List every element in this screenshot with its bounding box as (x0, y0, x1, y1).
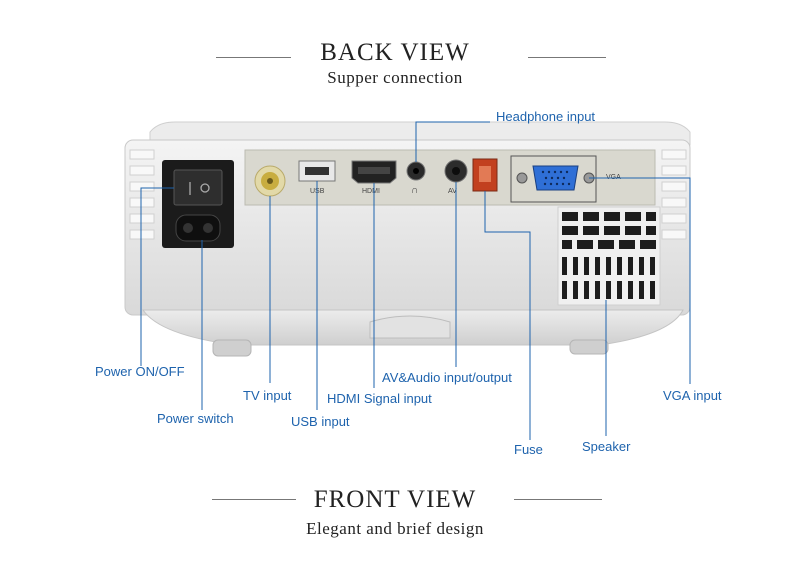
lens-cap-tab (369, 315, 451, 339)
callout-headphone-input: Headphone input (496, 109, 596, 124)
callout-vga-input: VGA input (663, 388, 722, 403)
callout-power-onoff: Power ON/OFF (95, 364, 185, 379)
front-view-title: FRONT VIEW (313, 486, 477, 513)
leader-headphone (415, 121, 490, 162)
callout-usb-input: USB input (291, 414, 350, 429)
leader-vga (589, 177, 691, 384)
header-rule-left (216, 57, 291, 58)
vga-port (532, 165, 579, 191)
projector-top (149, 121, 691, 146)
leader-fuse (484, 191, 531, 440)
side-vents-right (661, 149, 687, 240)
callout-fuse: Fuse (514, 442, 543, 457)
leader-power-onoff (140, 187, 174, 366)
footer-rule-left (212, 499, 296, 500)
hdmi-port-label: HDMI (362, 188, 380, 195)
av-port-label: AV (448, 188, 457, 195)
back-view-subtitle: Supper connection (327, 68, 463, 87)
vga-outline (510, 155, 597, 203)
callout-hdmi-input: HDMI Signal input (327, 391, 432, 406)
back-view-title: BACK VIEW (320, 39, 470, 66)
footer-rule-right (514, 499, 602, 500)
speaker-grille (557, 206, 661, 306)
callout-speaker: Speaker (582, 439, 631, 454)
svg-text:∩: ∩ (411, 185, 418, 196)
front-foot-left (212, 339, 252, 357)
front-foot-right (569, 339, 609, 355)
callout-power-switch: Power switch (157, 411, 234, 426)
callout-tv-input: TV input (243, 388, 292, 403)
power-socket (175, 214, 221, 242)
header-rule-right (528, 57, 606, 58)
callout-av-audio: AV&Audio input/output (382, 370, 512, 385)
power-rocker-switch (173, 169, 223, 206)
front-view-subtitle: Elegant and brief design (306, 519, 484, 538)
side-vents-left (129, 149, 155, 240)
callout-lines (140, 121, 691, 440)
